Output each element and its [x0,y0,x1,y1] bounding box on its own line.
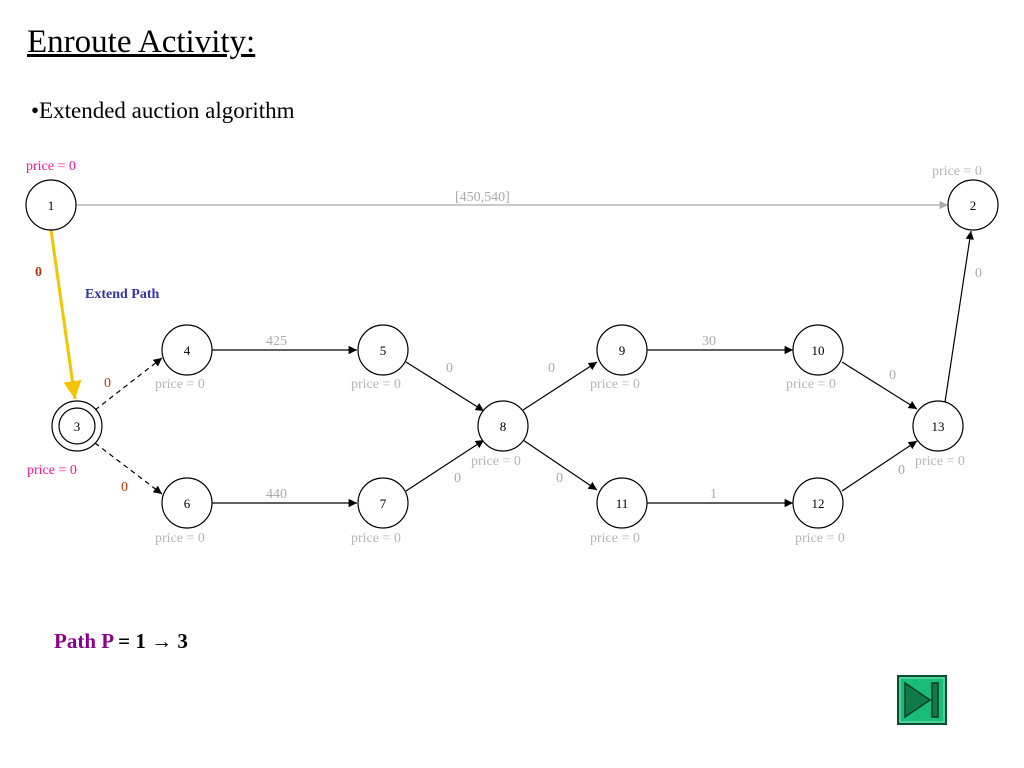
node-4-label: 4 [184,343,191,358]
node-1-label: 1 [48,198,55,213]
edge-weight-13-2: 0 [975,266,982,281]
extend-path-annotation: Extend Path [85,287,160,302]
node-9-label: 9 [619,343,626,358]
node-11[interactable] [596,477,648,529]
node-3-inner-ring [58,407,96,445]
node-13-label: 13 [932,419,945,434]
node-9-price: price = 0 [590,377,640,392]
node-4-price: price = 0 [155,377,205,392]
edge-weight-4-5: 425 [266,334,287,349]
node-8-label: 8 [500,419,507,434]
edge-10-13 [841,361,918,410]
node-10-label: 10 [812,343,825,358]
node-3-price: price = 0 [27,463,77,478]
edge-5-8 [405,361,485,412]
edge-weight-7-8: 0 [454,471,461,486]
node-5-price: price = 0 [351,377,401,392]
node-7[interactable] [357,477,409,529]
node-1-price: price = 0 [26,159,76,174]
path-equals: = [112,629,136,653]
node-9[interactable] [596,324,648,376]
edge-7-8 [405,439,485,492]
node-2-label: 2 [970,198,977,213]
path-label: Path P [54,629,113,653]
node-7-price: price = 0 [351,531,401,546]
path-value: 1 → 3 [135,629,188,653]
node-5[interactable] [357,324,409,376]
edge-3-6 [94,442,163,495]
node-6[interactable] [161,477,213,529]
node-12[interactable] [792,477,844,529]
edge-weight-10-13: 0 [889,368,896,383]
node-5-label: 5 [380,343,387,358]
edge-weight-5-8: 0 [446,361,453,376]
node-4[interactable] [161,324,213,376]
edge-1-3 [49,229,82,400]
edge-weight-1-2: [450,540] [455,190,510,205]
edge-8-9 [522,361,598,411]
node-6-label: 6 [184,496,191,511]
node-13[interactable] [912,400,964,452]
node-11-label: 11 [616,496,629,511]
edge-13-2 [944,230,974,403]
node-13-price: price = 0 [915,454,965,469]
edge-weight-3-4: 0 [104,376,111,391]
edge-weight-8-9: 0 [548,361,555,376]
node-10-price: price = 0 [786,377,836,392]
node-12-label: 12 [812,496,825,511]
node-2-price: price = 0 [932,164,982,179]
edge-weight-6-7: 440 [266,487,287,502]
edge-weight-12-13: 0 [898,463,905,478]
page-title: Enroute Activity: [27,24,256,60]
edge-8-11 [522,439,598,491]
node-8[interactable] [477,400,529,452]
node-7-label: 7 [380,496,387,511]
node-8-price: price = 0 [471,454,521,469]
node-3-label: 3 [74,419,81,434]
edge-weight-8-11: 0 [556,471,563,486]
node-11-price: price = 0 [590,531,640,546]
edge-weight-9-10: 30 [702,334,716,349]
node-12-price: price = 0 [795,531,845,546]
next-end-button[interactable] [897,675,947,725]
bullet-text: •Extended auction algorithm [31,98,295,123]
edge-weight-1-3: 0 [35,265,42,280]
next-end-icon [897,675,947,725]
node-2[interactable] [947,179,999,231]
path-result: Path P = 1 → 3 [54,629,188,654]
node-1[interactable] [25,179,77,231]
edge-weight-3-6: 0 [121,480,128,495]
edge-12-13 [841,440,918,492]
node-6-price: price = 0 [155,531,205,546]
node-10[interactable] [792,324,844,376]
edge-weight-11-12: 1 [710,487,717,502]
